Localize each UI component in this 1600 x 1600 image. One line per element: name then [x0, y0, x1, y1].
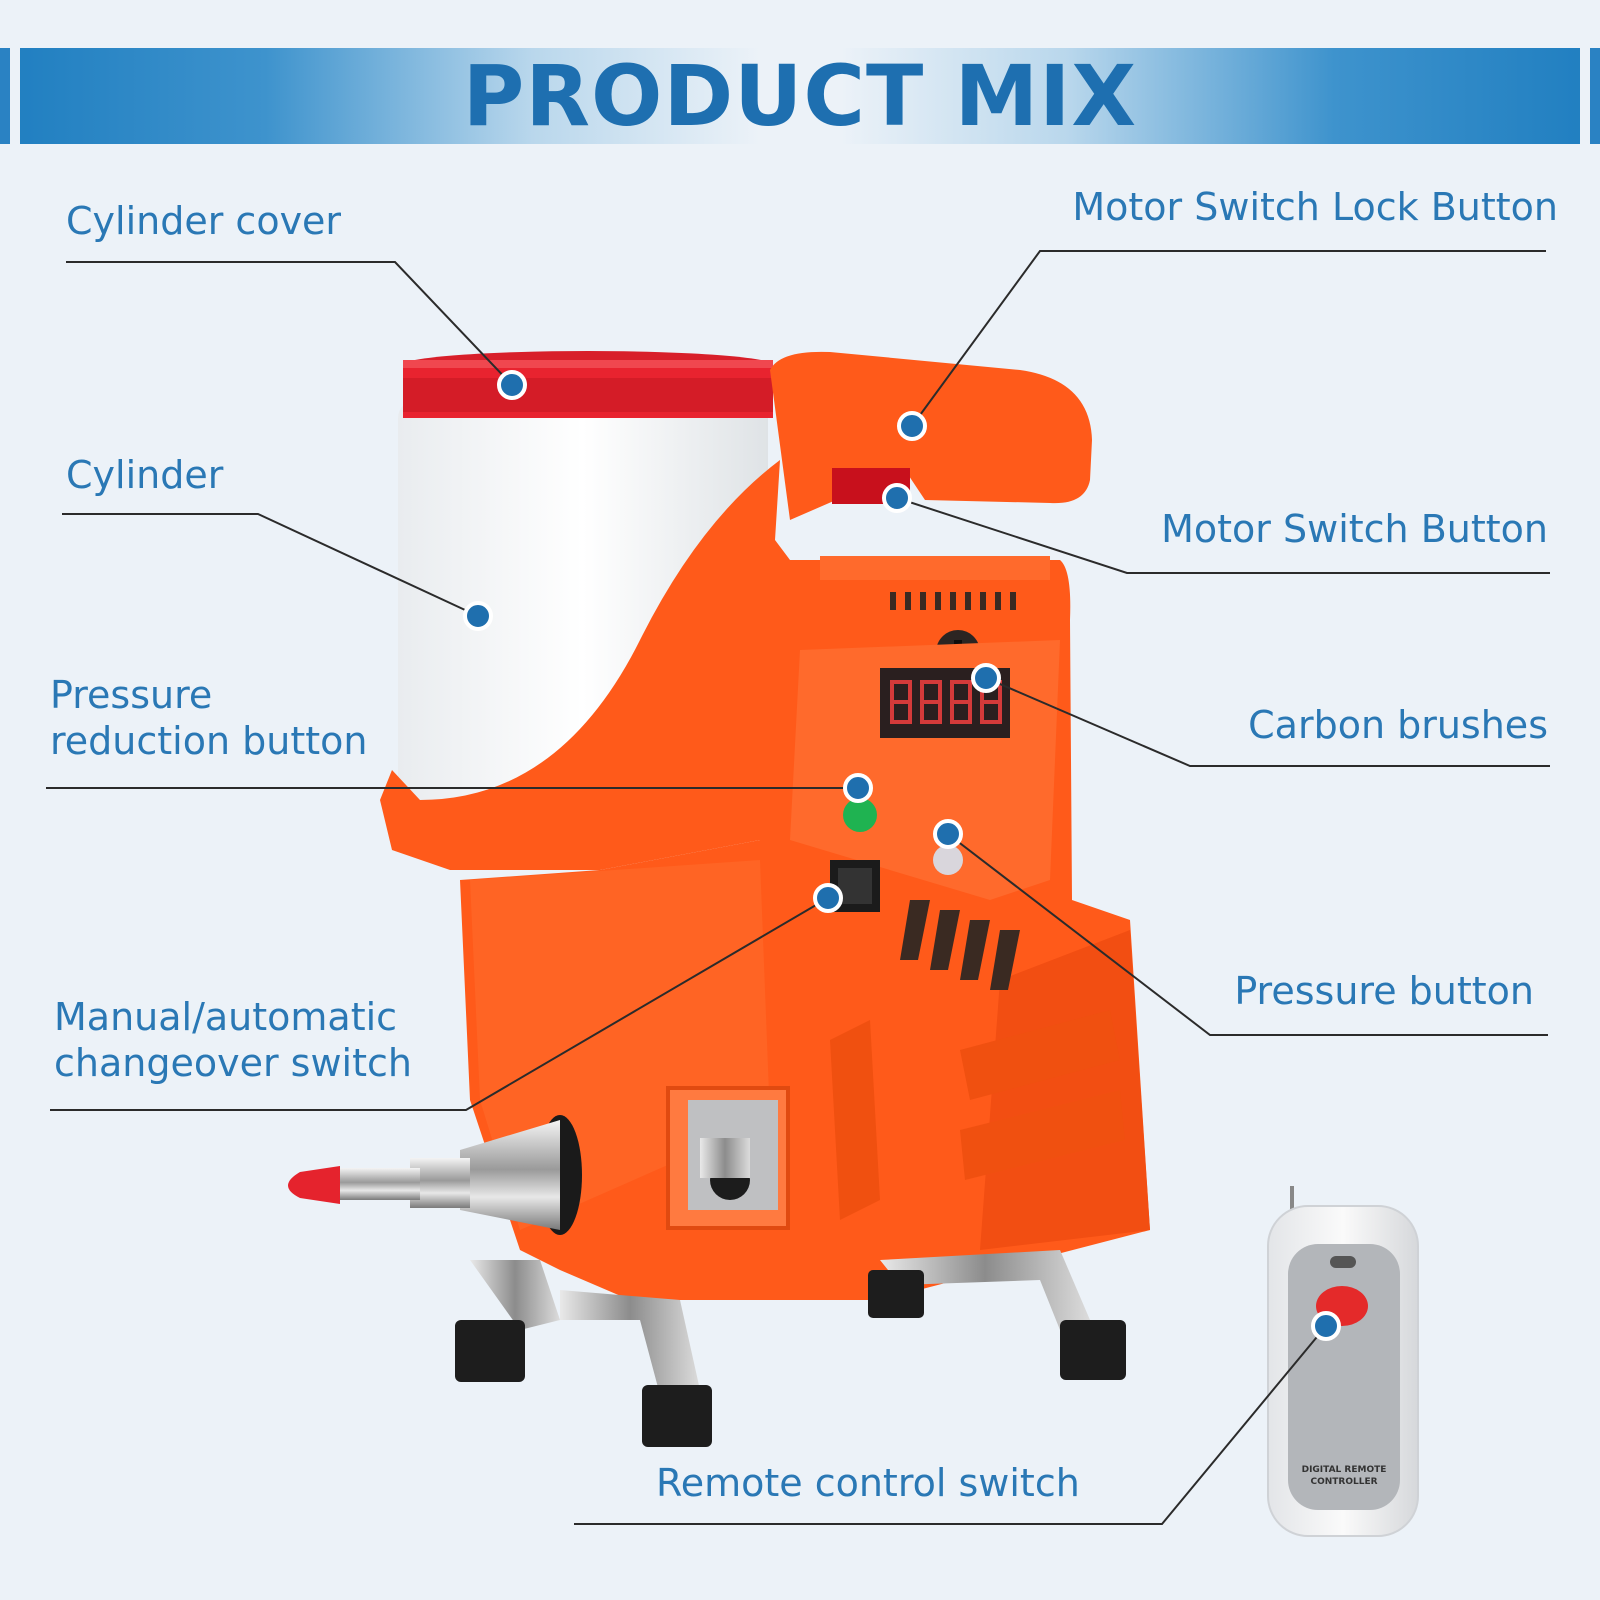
- remote-controller: DIGITAL REMOTE CONTROLLER: [1267, 1186, 1419, 1537]
- label-cylinder: Cylinder: [66, 453, 224, 497]
- remote-text-line1: DIGITAL REMOTE: [1302, 1465, 1387, 1475]
- banner-cap-left: [0, 48, 10, 144]
- remote-text-line2: CONTROLLER: [1310, 1477, 1377, 1487]
- label-manual-auto-line1: Manual/automatic: [54, 995, 398, 1039]
- leader-remote: [574, 1325, 1327, 1525]
- cylinder-cover: [403, 351, 773, 418]
- leader-manual-auto: [50, 897, 829, 1111]
- label-manual-auto-line2: changeover switch: [54, 1041, 412, 1086]
- label-cylinder-cover: Cylinder cover: [66, 199, 342, 243]
- dot-carbon: [971, 663, 1001, 693]
- leader-carbon: [985, 677, 1550, 767]
- dot-motor-lock: [897, 411, 927, 441]
- label-pressure-button: Pressure button: [1234, 969, 1534, 1013]
- label-motor-switch: Motor Switch Button: [1161, 507, 1548, 551]
- label-pressure-reduction: Pressure reduction button: [50, 672, 367, 765]
- page-title: PRODUCT MIX: [462, 47, 1138, 145]
- dot-pressure-reduction: [843, 773, 873, 803]
- callout-dots: [463, 370, 1341, 1341]
- banner-cap-right: [1590, 48, 1600, 144]
- leader-motor-switch: [896, 497, 1550, 574]
- leader-cylinder: [62, 513, 479, 617]
- label-carbon-brushes: Carbon brushes: [1248, 703, 1548, 747]
- dot-cylinder: [463, 601, 493, 631]
- label-pressure-reduction-line2: reduction button: [50, 719, 368, 764]
- banner-bar-left: [0, 48, 760, 144]
- label-motor-lock: Motor Switch Lock Button: [1072, 185, 1558, 229]
- leader-lines: [46, 250, 1550, 1525]
- banner-gap-right: [1580, 48, 1590, 144]
- label-manual-auto: Manual/automatic changeover switch: [54, 994, 412, 1087]
- label-pressure-reduction-line1: Pressure: [50, 673, 213, 717]
- leader-motor-lock: [911, 250, 1546, 427]
- dot-pressure: [933, 819, 963, 849]
- dot-motor-switch: [882, 483, 912, 513]
- leader-pressure: [947, 833, 1548, 1036]
- dot-manual-auto: [813, 883, 843, 913]
- banner-bar-right: [840, 48, 1600, 144]
- banner-gap-left: [10, 48, 20, 144]
- nozzle: [288, 1115, 582, 1235]
- stand: [455, 1250, 1126, 1447]
- leader-cylinder-cover: [66, 261, 513, 386]
- dot-cylinder-cover: [497, 370, 527, 400]
- label-remote-control: Remote control switch: [656, 1461, 1080, 1505]
- dot-remote: [1311, 1311, 1341, 1341]
- header-banner: [0, 48, 1600, 144]
